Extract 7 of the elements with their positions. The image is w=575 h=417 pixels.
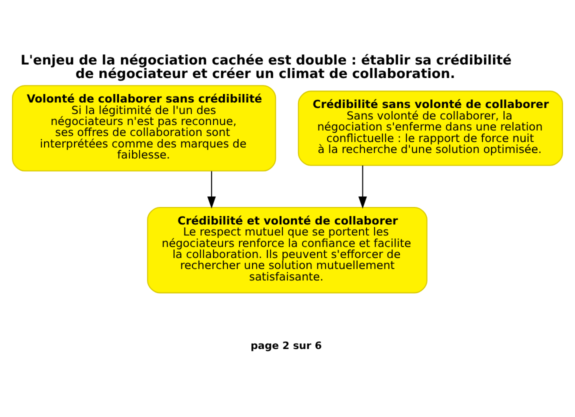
label: page 2 sur 6 (250, 341, 322, 352)
node-box: Crédibilité et volonté de collaborer Le respect mutuel que se portent les négociateurs renforce la confiance et facilite la collaboration. Ils peuvent s'efforcer de rechercher une solution mutuellement satisfaisante. (147, 206, 428, 294)
arrow (207, 171, 216, 209)
arrow (358, 166, 367, 209)
node-box: Volonté de collaborer sans crédibilité Si la légitimité de l'un des négociateurs n'est pas reconnue, ses offres de collaboration sont interprétées comme des marques de faiblesse. (12, 85, 276, 172)
diagram-title: L'enjeu de la négociation cachée est double : établir sa crédibilité de négociateur et créer un climat de collaboration. (20, 54, 512, 82)
node-box: Crédibilité sans volonté de collaborer Sans volonté de collaborer, la négociation s'enferme dans une relation conflictuelle : le rapport de force nuit à la recherche d'une solution optimisée. (298, 90, 564, 166)
